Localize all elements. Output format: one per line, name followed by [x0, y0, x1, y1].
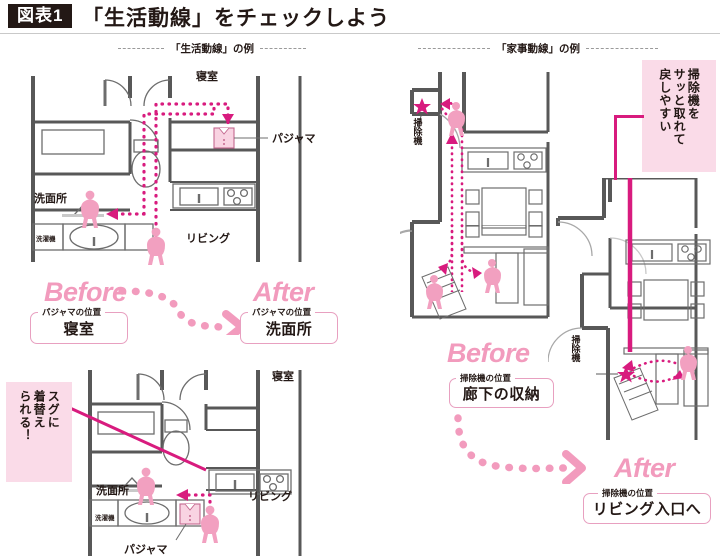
- after-word-left: After: [253, 277, 314, 307]
- label-washer-after: 洗濯機: [95, 515, 115, 522]
- label-bedroom-before: 寝室: [196, 71, 218, 83]
- person-figure: [680, 346, 697, 380]
- label-pajama-before: パジャマ: [272, 133, 316, 145]
- section-caption-chores: 「家事動線」の例: [418, 41, 658, 56]
- label-living-before: リビング: [186, 233, 230, 245]
- section-caption-chores-text: 「家事動線」の例: [496, 43, 580, 55]
- plan-left-before: [10, 62, 330, 272]
- vacuum-star-marker-after: [617, 366, 635, 383]
- before-word-left: Before: [44, 277, 127, 307]
- person-figure: [426, 275, 443, 309]
- section-caption-living: 「生活動線」の例: [118, 41, 306, 56]
- before-value-right: 廊下の収納: [462, 385, 541, 403]
- callout-left-line-1: スグに: [46, 390, 61, 429]
- callout-left-line-3: られる！: [17, 390, 32, 442]
- before-caption-left: パジャマの位置: [38, 306, 106, 318]
- person-figure: [484, 259, 501, 293]
- figure-badge: 図表1: [8, 4, 73, 28]
- callout-right-stem: [616, 115, 644, 118]
- section-caption-living-text: 「生活動線」の例: [170, 43, 254, 55]
- label-washroom-after: 洗面所: [96, 485, 129, 497]
- transition-arrow-right: [454, 414, 586, 484]
- label-vacuum-right-after: 掃除機: [570, 335, 581, 362]
- before-word-right: Before: [447, 338, 530, 368]
- before-caption-right: 掃除機の位置: [456, 372, 516, 384]
- callout-left-line-2: 着替え: [32, 390, 47, 429]
- callout-right-line-1: 掃除機を: [686, 68, 701, 120]
- label-pajama-after: パジャマ: [124, 544, 168, 556]
- label-washer-before: 洗濯機: [36, 236, 56, 243]
- before-box-right: 廊下の収納: [449, 378, 554, 408]
- after-value-left: 洗面所: [265, 320, 313, 338]
- person-figure: [448, 102, 465, 136]
- label-washroom-before: 洗面所: [34, 193, 67, 205]
- person-figure: [81, 190, 99, 228]
- page-title: 「生活動線」をチェックしよう: [82, 7, 390, 30]
- after-value-right: リビング入口へ: [592, 501, 702, 518]
- plan-left-after: [10, 360, 330, 560]
- label-bedroom-after: 寝室: [272, 371, 294, 383]
- pajama-icon-after: [179, 503, 201, 525]
- plan-right-after: [548, 178, 720, 440]
- after-word-right: After: [614, 453, 675, 483]
- person-figure: [147, 227, 165, 265]
- after-caption-left: パジャマの位置: [248, 306, 316, 318]
- person-figure: [201, 505, 219, 543]
- callout-right-line-3: 戻しやすい: [657, 68, 672, 133]
- person-figure: [137, 467, 155, 505]
- callout-right-stem-v: [614, 115, 617, 180]
- callout-right: 掃除機を サッと取れて 戻しやすい: [642, 60, 716, 172]
- label-vacuum-right-before: 掃除機: [412, 118, 423, 145]
- transition-arrow-left: [118, 287, 246, 335]
- label-living-after: リビング: [248, 491, 292, 503]
- callout-right-line-2: サッと取れて: [672, 68, 687, 146]
- before-value-left: 寝室: [63, 320, 95, 338]
- vacuum-star-marker: [413, 98, 431, 115]
- plan-right-before-lower: [400, 225, 570, 335]
- pajama-icon-before: [213, 127, 235, 149]
- callout-left: スグに 着替え られる！: [6, 382, 72, 482]
- after-caption-right: 掃除機の位置: [598, 487, 658, 499]
- header: 図表1 「生活動線」をチェックしよう: [0, 0, 720, 34]
- header-divider: [0, 33, 720, 34]
